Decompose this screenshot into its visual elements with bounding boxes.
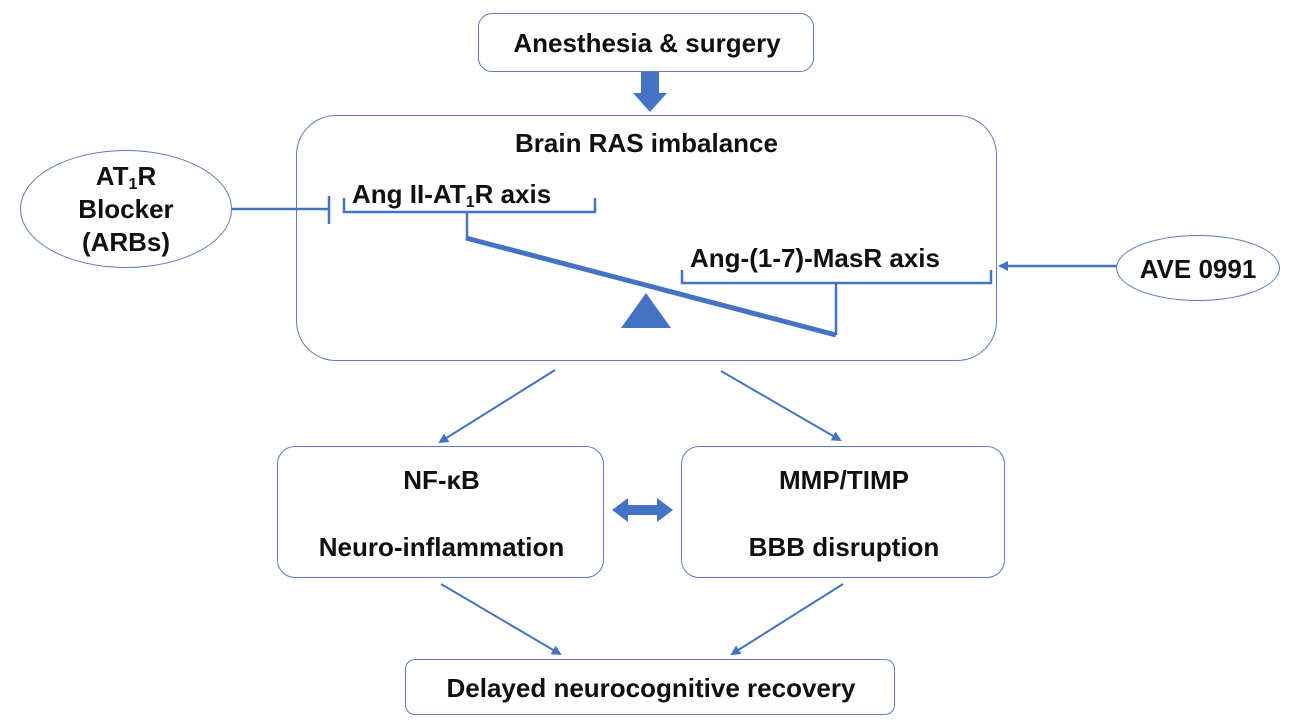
blocker-line-1-sub: 1 xyxy=(128,175,138,194)
seesaw-beam xyxy=(465,235,837,338)
down-block-arrow-top xyxy=(633,72,667,112)
brain-ras-box xyxy=(296,115,997,361)
anesthesia-surgery-label: Anesthesia & surgery xyxy=(513,28,781,58)
anesthesia-surgery-box: Anesthesia & surgery xyxy=(478,13,814,72)
blocker-line-1-suffix: R xyxy=(137,161,157,191)
blocker-line-2: Blocker xyxy=(78,194,174,224)
arrow-ras-to-nfkb xyxy=(438,369,556,444)
arrow-mmp-to-delayed xyxy=(730,583,844,656)
brain-ras-title: Brain RAS imbalance xyxy=(515,128,778,158)
mmp-timp-label: MMP/TIMP xyxy=(779,465,909,495)
bbb-disruption-label: BBB disruption xyxy=(748,532,940,562)
double-block-arrow xyxy=(612,498,673,522)
at1r-blocker-ellipse xyxy=(20,150,232,268)
arrow-ras-to-mmp xyxy=(720,370,842,442)
ave-0991-label: AVE 0991 xyxy=(1139,254,1257,284)
blocker-line-1-prefix: AT xyxy=(95,161,129,191)
at1r-blocker-label: AT1R Blocker (ARBs) xyxy=(20,160,232,259)
fulcrum-triangle xyxy=(621,293,671,328)
neuroinflammation-label: Neuro-inflammation xyxy=(318,532,565,562)
delayed-recovery-label: Delayed neurocognitive recovery xyxy=(446,673,856,703)
ang2-bracket xyxy=(342,198,597,214)
ang17-masr-axis-label: Ang-(1-7)-MasR axis xyxy=(690,243,940,273)
blocker-line-1: AT1R xyxy=(20,160,232,193)
arrow-nfkb-to-delayed xyxy=(440,583,562,656)
nfkb-box: NF-κB Neuro-inflammation xyxy=(277,446,604,578)
ang2-suffix: R axis xyxy=(474,179,552,209)
ang2-at1r-axis-label: Ang II-AT1R axis xyxy=(352,179,551,210)
mmp-timp-box: MMP/TIMP BBB disruption xyxy=(681,446,1005,578)
blocker-line-3: (ARBs) xyxy=(81,227,171,257)
delayed-recovery-box: Delayed neurocognitive recovery xyxy=(405,659,895,715)
ang2-sub: 1 xyxy=(465,193,475,212)
ang2-prefix: Ang II-AT xyxy=(352,179,466,209)
nfkb-label: NF-κB xyxy=(403,465,480,495)
ave-0991-ellipse: AVE 0991 xyxy=(1116,235,1280,301)
